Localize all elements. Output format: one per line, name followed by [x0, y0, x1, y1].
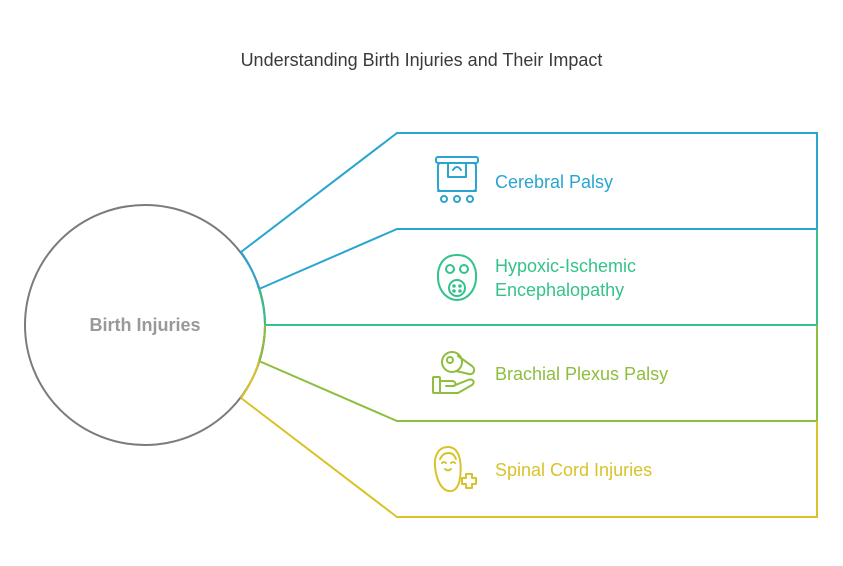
label-hie: Hypoxic-Ischemic Encephalopathy	[495, 256, 637, 300]
label-brachial-plexus-palsy: Brachial Plexus Palsy	[495, 364, 669, 384]
branch-spinal-cord	[240, 360, 818, 518]
center-label: Birth Injuries	[89, 315, 200, 335]
baby-medical-icon	[433, 446, 477, 493]
diagram-title: Understanding Birth Injuries and Their I…	[240, 50, 603, 70]
branch-cerebral-palsy	[240, 132, 818, 290]
branch-brachial-plexus	[258, 324, 818, 422]
label-spinal-cord-injuries: Spinal Cord Injuries	[495, 460, 653, 480]
ambulance-bed-icon	[435, 156, 479, 203]
oxygen-mask-icon	[436, 254, 478, 301]
label-cerebral-palsy: Cerebral Palsy	[495, 172, 614, 192]
hand-holding-baby-icon	[432, 351, 476, 394]
